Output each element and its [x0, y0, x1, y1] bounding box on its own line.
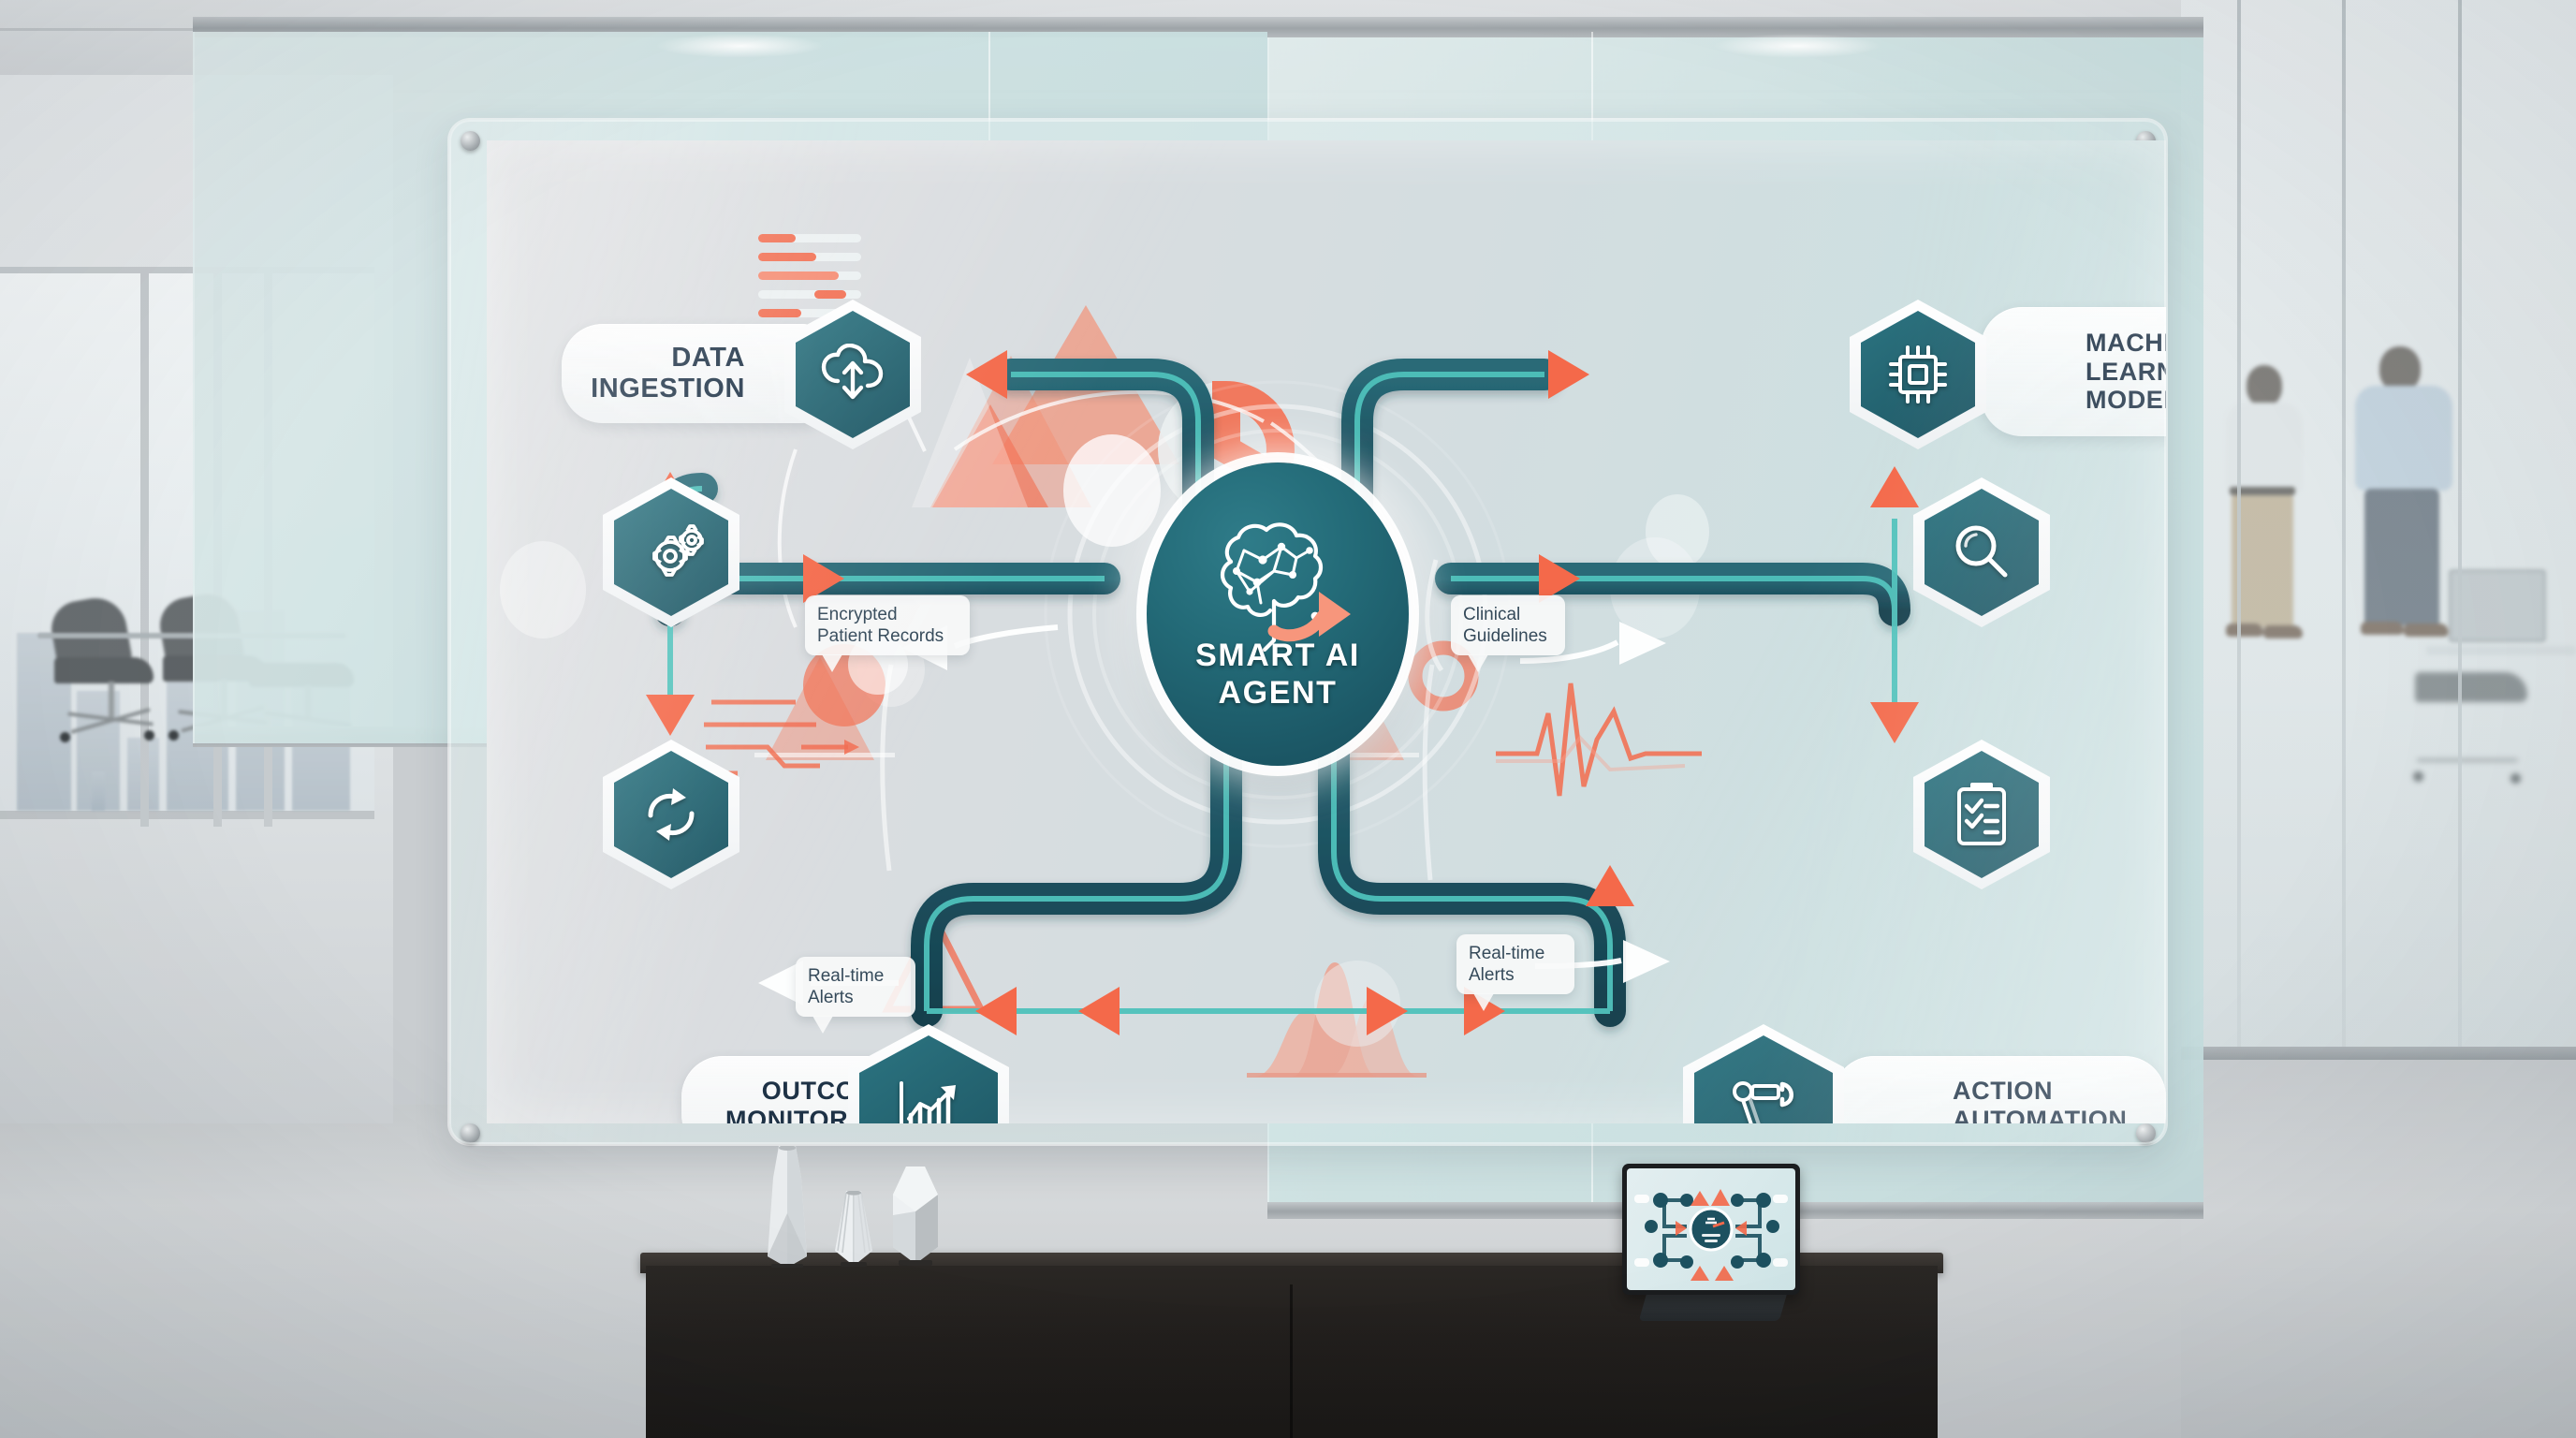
callout-line2: Guidelines [1463, 626, 1547, 647]
callout-real-time-alerts-right[interactable]: Real-time Alerts [1456, 934, 1574, 1012]
medium-geometric-vase [886, 1167, 945, 1271]
tablet[interactable] [1622, 1164, 1800, 1321]
brain-network-arrow-icon [1195, 517, 1360, 662]
node-data-ingestion[interactable] [784, 300, 921, 449]
glass-mullion [2458, 0, 2462, 1152]
callout-line1: Real-time [808, 966, 885, 986]
right-floor [2181, 1058, 2576, 1438]
label-line2: LEARNING [2086, 357, 2166, 386]
person-right [2349, 346, 2471, 655]
label-line3: MODEL [2086, 386, 2166, 415]
node-feedback-loop[interactable] [603, 740, 739, 889]
desk-chair-castor [2510, 773, 2521, 784]
refresh-cycle-icon [614, 751, 728, 878]
hub-title-line2: AGENT [1218, 674, 1338, 711]
callout-line2: Alerts [1469, 965, 1515, 986]
label-line1: ACTION [1953, 1077, 2054, 1106]
node-machine-learning-model[interactable] [1850, 300, 1986, 449]
credenza-door-seam [1290, 1284, 1293, 1438]
cloud-upload-download-icon [796, 311, 910, 438]
hub-title-line1: SMART AI [1195, 637, 1360, 673]
tablet-diagram-thumbnail [1634, 1189, 1788, 1281]
node-action-automation[interactable] [1683, 1024, 1844, 1123]
hub-orb[interactable]: SMART AI AGENT [1147, 462, 1409, 766]
glass-table-edge [37, 633, 346, 638]
label-line2: INGESTION [591, 374, 745, 404]
ecg-waveform-decor [1496, 682, 1702, 797]
panel-mount-stud [461, 131, 480, 151]
window-mullion [140, 267, 149, 827]
robot-arm-icon [1694, 1035, 1833, 1123]
glass-base-rail [2181, 1047, 2576, 1060]
smart-ai-agent-hub[interactable]: SMART AI AGENT [1100, 418, 1456, 811]
panel-mount-stud [461, 1123, 480, 1143]
hex-body [614, 751, 728, 878]
callout-real-time-alerts-left[interactable]: Real-time Alerts [796, 957, 915, 1034]
tall-faceted-vase [760, 1145, 814, 1269]
node-analysis-search[interactable] [1913, 477, 2050, 627]
callout-encrypted-patient-records[interactable]: Encrypted Patient Records [805, 595, 970, 673]
callout-line2: Alerts [808, 988, 854, 1008]
node-compliance-checklist[interactable] [1913, 740, 2050, 889]
office-chair [45, 593, 185, 786]
glass-mullion [2237, 0, 2241, 1152]
label-line2: AUTOMATION [1953, 1106, 2128, 1123]
clipboard-check-icon [1925, 751, 2039, 878]
hub-title: SMART AI AGENT [1147, 637, 1409, 712]
desk-chair-base [2417, 758, 2518, 762]
ceiling-light-reflection [1713, 34, 1881, 58]
desk-top [2426, 646, 2576, 655]
short-fluted-vase [829, 1190, 878, 1271]
cpu-chip-icon [1861, 311, 1975, 438]
label-action-automation[interactable]: ACTION AUTOMATION [1833, 1056, 2166, 1123]
node-outcome-monitoring[interactable] [848, 1024, 1009, 1123]
glass-wall-top-rail [1267, 17, 2203, 37]
tablet-bezel [1622, 1164, 1800, 1295]
callout-line1: Encrypted [817, 605, 898, 624]
magnifier-icon [1925, 489, 2039, 616]
glass-overlay [2181, 0, 2576, 1152]
label-line1: MACHINE [2086, 328, 2166, 357]
callout-line1: Real-time [1469, 944, 1545, 963]
glass-mullion [2342, 0, 2346, 1152]
callout-clinical-guidelines[interactable]: Clinical Guidelines [1451, 595, 1565, 673]
callout-line1: Clinical [1463, 605, 1521, 624]
city-building [92, 771, 105, 811]
desk-chair-castor [2413, 771, 2423, 782]
tablet-screen[interactable] [1627, 1168, 1795, 1290]
callout-line2: Patient Records [817, 626, 944, 647]
node-process-gears[interactable] [603, 477, 739, 627]
gears-icon [614, 489, 728, 616]
bar-chart-trend-icon [859, 1035, 998, 1123]
workflow-diagram-board: SMART AI AGENT DATA INGESTION MACHINE LE… [487, 140, 2166, 1123]
ceiling-light-reflection [655, 34, 824, 58]
label-line1: DATA [671, 342, 745, 373]
hex-body [614, 489, 728, 616]
tablet-stand [1638, 1293, 1788, 1321]
panel-mount-stud [2136, 1123, 2156, 1143]
right-room [2181, 0, 2576, 1217]
label-machine-learning-model[interactable]: MACHINE LEARNING MODEL [1981, 307, 2166, 436]
desk-chair [2415, 672, 2527, 702]
monitor [2449, 569, 2546, 642]
bar-chart-decor [758, 234, 861, 317]
